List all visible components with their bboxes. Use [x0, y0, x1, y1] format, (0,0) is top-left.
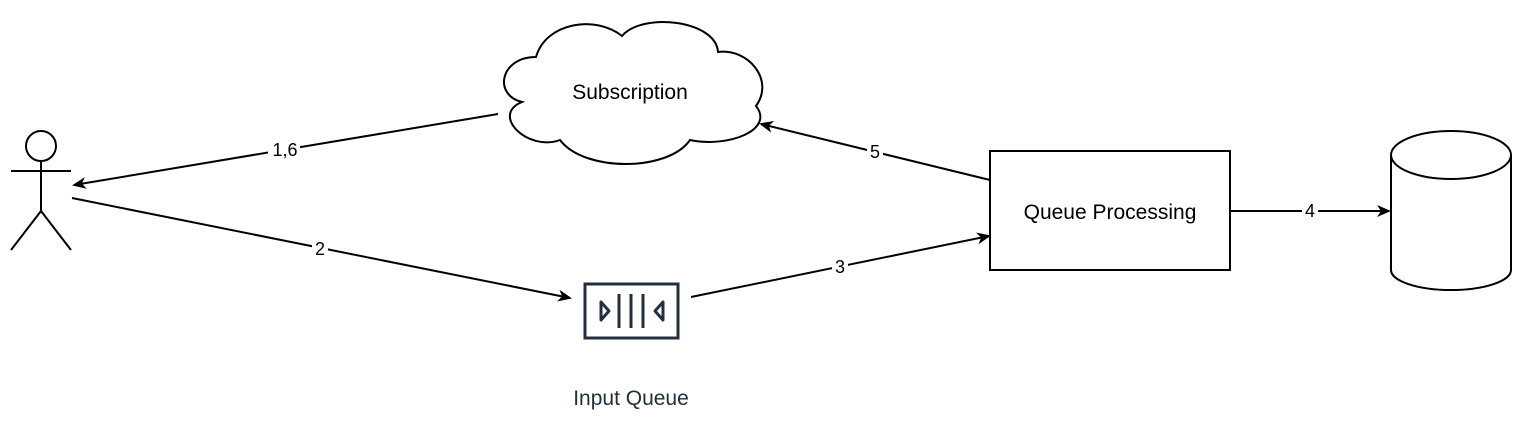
input-queue-label: Input Queue — [573, 387, 689, 410]
stick-figure-icon — [10, 130, 72, 251]
edge-label-3: 3 — [835, 257, 845, 277]
queue-processing-box: Queue Processing — [989, 150, 1231, 271]
edge-label-2: 2 — [315, 239, 325, 259]
edge-queue-to-processing: 3 — [690, 232, 991, 298]
edge-label-5: 5 — [870, 142, 880, 162]
subscription-label: Subscription — [572, 81, 688, 104]
edge-actor-to-queue: 2 — [71, 197, 572, 302]
edge-label-4: 4 — [1305, 201, 1315, 221]
database-cylinder-icon — [1390, 130, 1512, 291]
edge-processing-to-subscription: 5 — [759, 121, 991, 181]
queue-icon — [583, 282, 680, 340]
queue-processing-label: Queue Processing — [1024, 201, 1197, 224]
edge-processing-to-database: 4 — [1231, 201, 1391, 221]
subscription-cloud: Subscription — [503, 21, 764, 165]
edge-subscription-to-actor: 1,6 — [72, 113, 499, 189]
edge-label-1-6: 1,6 — [272, 140, 297, 160]
